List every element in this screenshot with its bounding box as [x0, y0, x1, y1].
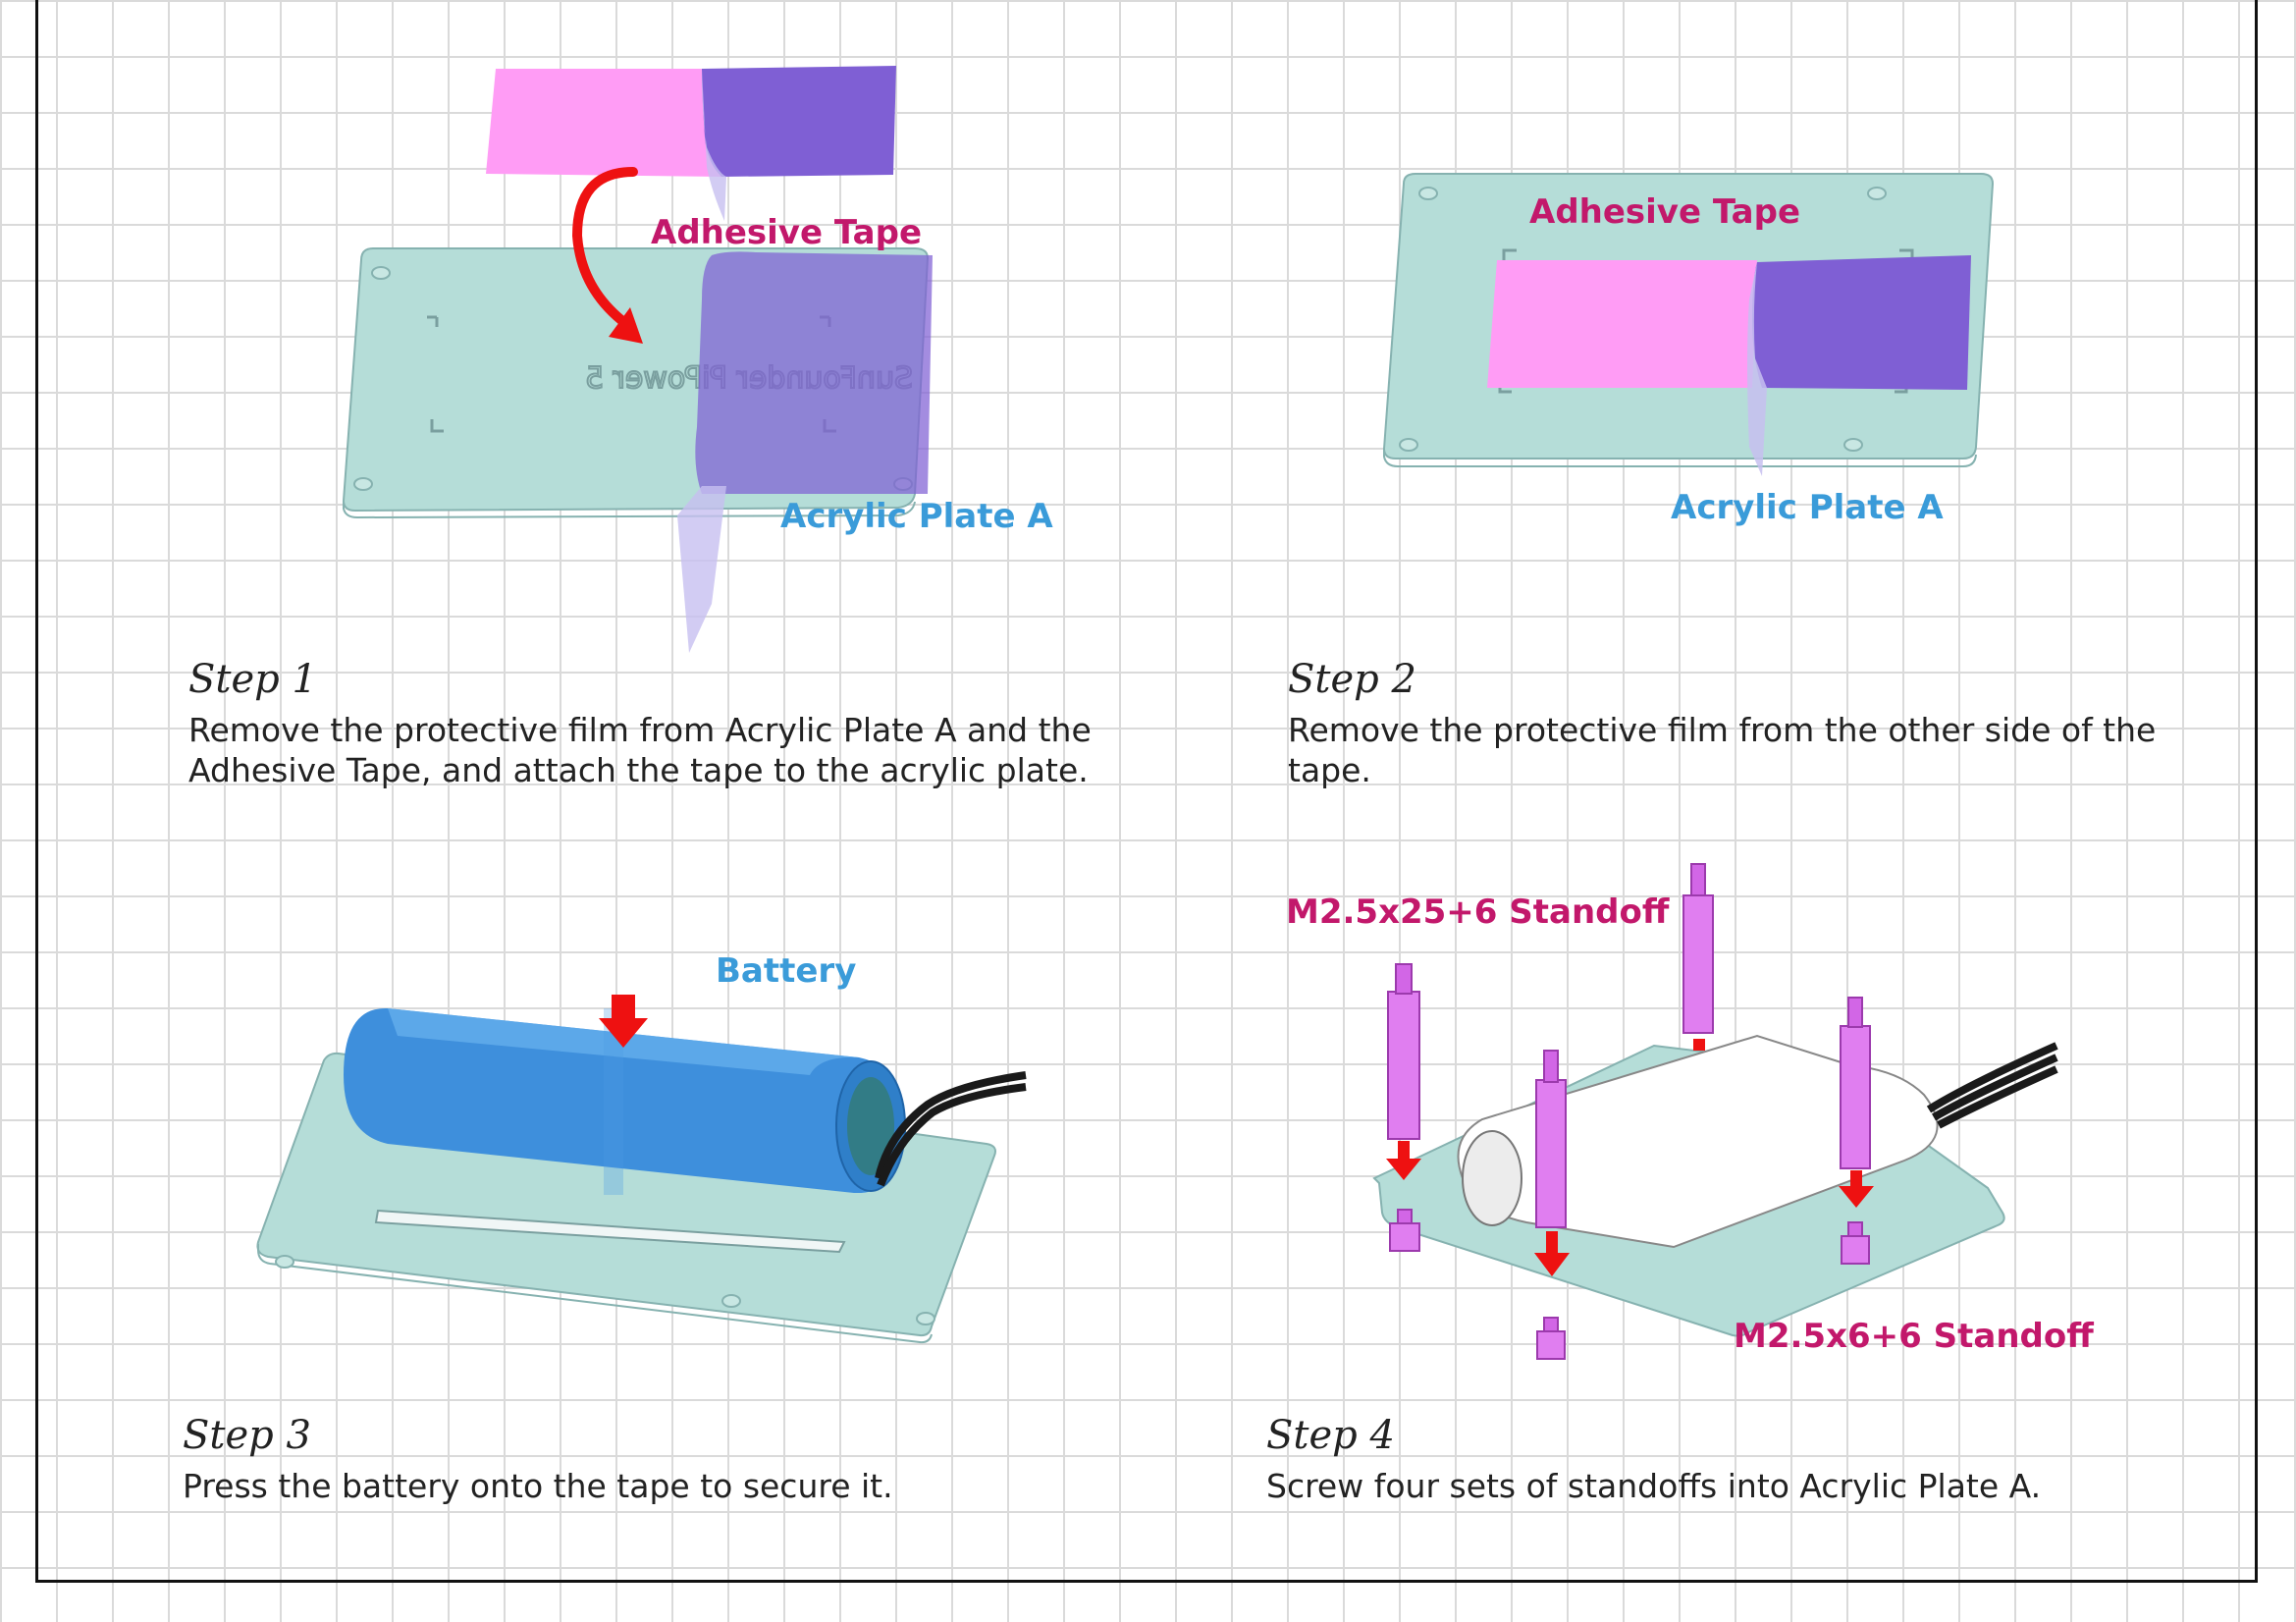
adhesive-tape-label: Adhesive Tape	[651, 213, 922, 252]
placement-arrow	[571, 167, 643, 344]
press-arrow	[599, 995, 648, 1048]
page-frame	[35, 0, 2258, 1583]
battery-wires	[1926, 1042, 2058, 1129]
step2-description: Remove the protective film from the othe…	[1288, 711, 2157, 789]
step1-illustration: SunFounder PiPower 5 Adhesive Tape Acryl…	[342, 66, 1053, 653]
tape-on-plate	[695, 251, 933, 494]
adhesive-tape-label: Adhesive Tape	[1529, 192, 1800, 232]
step4-description: Screw four sets of standoffs into Acryli…	[1266, 1467, 2042, 1505]
standoff-long-right	[1840, 997, 1871, 1265]
battery-wires	[875, 1071, 1027, 1187]
acrylic-plate-label: Acrylic Plate A	[780, 497, 1053, 536]
acrylic-plate-label: Acrylic Plate A	[1671, 488, 1944, 527]
battery	[1457, 1034, 1939, 1249]
adhesive-tape-strip	[1487, 255, 1971, 476]
step3-description: Press the battery onto the tape to secur…	[183, 1467, 893, 1505]
screw-arrows	[1386, 1039, 1874, 1276]
battery-label: Battery	[716, 951, 856, 991]
standoff-long-front-left	[1387, 963, 1420, 1252]
step3-illustration: Battery	[256, 951, 1027, 1344]
standoff-short-label: M2.5x6+6 Standoff	[1734, 1317, 2094, 1356]
step4-illustration: M2.5x25+6 Standoff M2.5x6+6 Standoff	[1286, 863, 2094, 1360]
standoff-long-back	[1682, 863, 1714, 1034]
step3-title: Step 3	[183, 1413, 311, 1458]
step2-illustration: Adhesive Tape Acrylic Plate A	[1382, 173, 1995, 527]
step4-title: Step 4	[1266, 1413, 1395, 1458]
adhesive-tape-strip	[486, 66, 896, 221]
step1-title: Step 1	[188, 657, 317, 702]
step2-title: Step 2	[1288, 657, 1416, 702]
standoff-long-label: M2.5x25+6 Standoff	[1286, 892, 1670, 932]
standoff-long-front	[1535, 1050, 1567, 1360]
step1-description: Remove the protective film from Acrylic …	[188, 711, 1092, 789]
peeled-film	[677, 486, 726, 653]
